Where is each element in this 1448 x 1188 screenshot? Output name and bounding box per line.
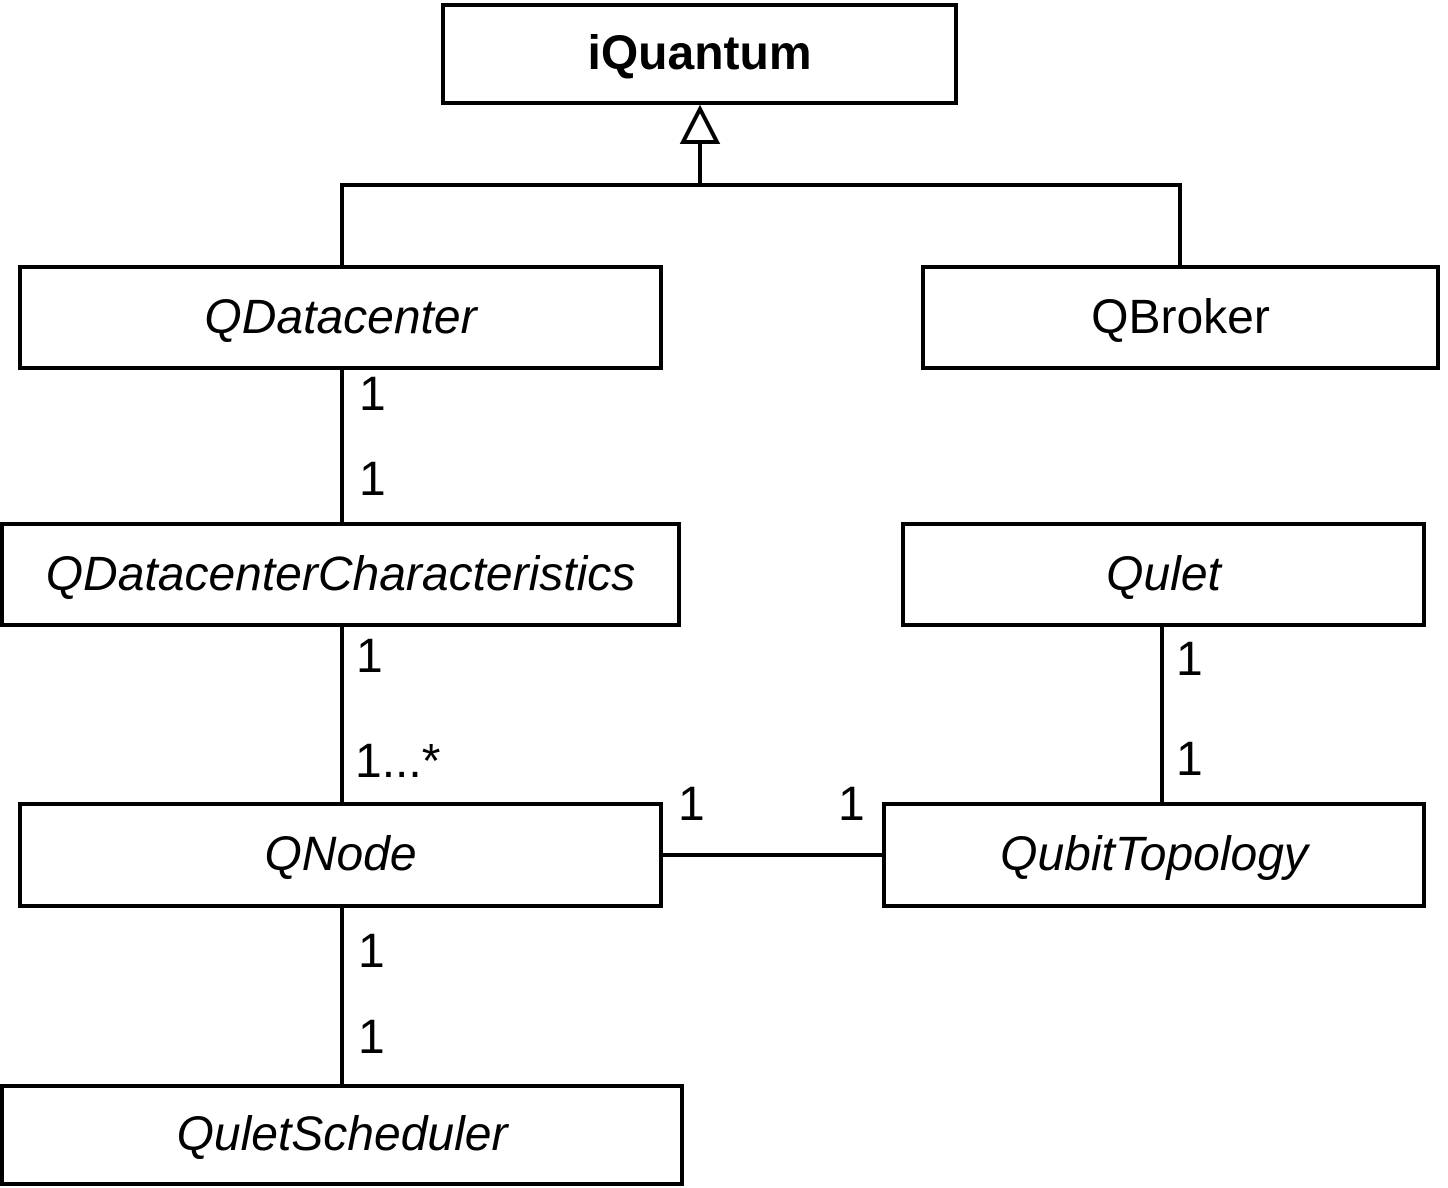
- multiplicity-label: 1: [1176, 733, 1203, 786]
- multiplicity-label: 1: [1176, 633, 1203, 686]
- multiplicity-label: 1: [356, 630, 383, 683]
- class-name-label: QBroker: [1091, 290, 1270, 344]
- class-name-label: QuletScheduler: [176, 1108, 508, 1161]
- multiplicity-label: 1: [358, 925, 385, 978]
- class-name-label: Qulet: [1106, 547, 1221, 601]
- multiplicity-label: 1: [838, 778, 865, 831]
- multiplicity-label: 1: [359, 368, 386, 421]
- class-box-qubittopology: QubitTopology: [882, 802, 1426, 908]
- multiplicity-label: 1: [678, 778, 705, 831]
- class-box-qnode: QNode: [18, 802, 663, 908]
- multiplicity-label: 1: [359, 453, 386, 506]
- class-box-qulet: Qulet: [901, 522, 1426, 627]
- class-box-quletscheduler: QuletScheduler: [0, 1084, 684, 1186]
- class-box-qdatacenter: QDatacenter: [18, 265, 663, 370]
- class-box-qdatacentercharacteristics: QDatacenterCharacteristics: [0, 522, 681, 627]
- class-name-label: QubitTopology: [1000, 828, 1308, 881]
- multiplicity-label: 1...*: [355, 735, 441, 788]
- class-box-qbroker: QBroker: [921, 265, 1440, 370]
- class-name-label: QDatacenterCharacteristics: [45, 547, 636, 601]
- class-box-iquantum: iQuantum: [441, 3, 958, 105]
- multiplicity-label: 1: [358, 1011, 385, 1064]
- class-name-label: iQuantum: [587, 27, 812, 80]
- inheritance-branch-line: [340, 183, 1182, 265]
- class-name-label: QNode: [264, 828, 417, 881]
- class-name-label: QDatacenter: [204, 290, 477, 344]
- generalization-arrowhead-icon: [679, 104, 721, 144]
